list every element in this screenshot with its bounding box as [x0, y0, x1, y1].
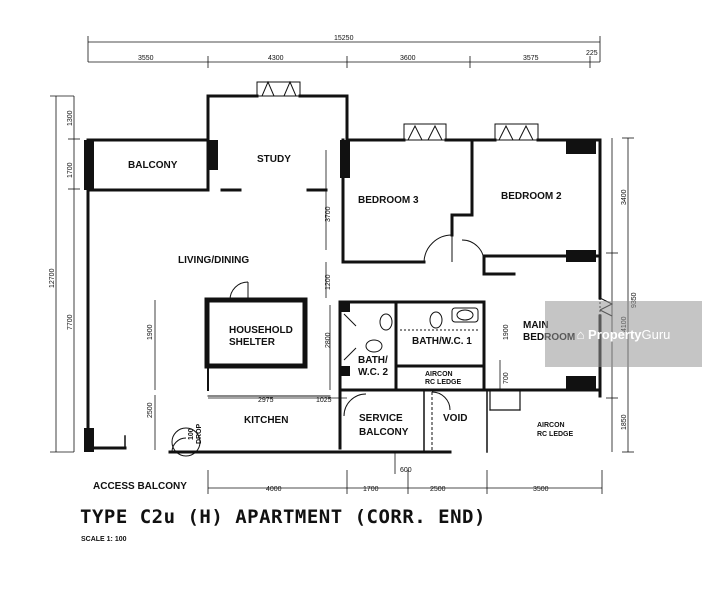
dim-shelter-w: 1900	[147, 324, 154, 340]
plan-scale: SCALE 1: 100	[81, 536, 127, 543]
dim-overall-width: 15250	[334, 35, 354, 42]
dim-bottom-1: 4000	[266, 486, 282, 493]
room-label-bedroom2: BEDROOM 2	[501, 191, 562, 202]
watermark-logo: ⌂ PropertyGuru	[576, 326, 671, 342]
dim-study-depth: 3700	[325, 206, 332, 222]
columns	[84, 140, 596, 452]
room-label-living-dining: LIVING/DINING	[178, 255, 249, 266]
room-label-service: SERVICE	[359, 413, 403, 424]
dim-bottom-4: 3500	[533, 486, 549, 493]
room-label-service-balcony: BALCONY	[359, 427, 409, 438]
dim-left-3: 7700	[67, 314, 74, 330]
room-label-shelter: SHELTER	[229, 337, 276, 348]
toilet-icon	[379, 313, 393, 331]
dim-left-2: 1700	[67, 162, 74, 178]
dim-top-3: 3600	[400, 55, 416, 62]
dim-kitchen-depth: 2500	[147, 402, 154, 418]
plan-title: TYPE C2u (H) APARTMENT (CORR. END)	[80, 506, 486, 528]
bath-fixtures	[365, 307, 480, 353]
dim-corridor: 1200	[325, 274, 332, 290]
dim-left-1: 1300	[67, 110, 74, 126]
dim-top-2: 4300	[268, 55, 284, 62]
dim-bath1-depth: 1900	[503, 324, 510, 340]
room-label-bath-wc-2a: BATH/	[358, 355, 388, 366]
doors	[171, 234, 485, 457]
dimension-lines	[50, 36, 634, 494]
room-label-household: HOUSEHOLD	[229, 325, 293, 336]
dim-top-right-offset: 225	[586, 50, 598, 57]
dim-right-1: 3400	[621, 189, 628, 205]
room-label-bedroom3: BEDROOM 3	[358, 195, 419, 206]
dim-left-overall: 12700	[49, 268, 56, 288]
aircon-ledge-2-label-a: AIRCON	[537, 422, 565, 429]
room-label-bath-wc-1: BATH/W.C. 1	[412, 336, 472, 347]
dim-right-3: 1850	[621, 414, 628, 430]
basin-icon	[451, 307, 479, 323]
room-label-balcony: BALCONY	[128, 160, 178, 171]
dim-kitchen-w: 2975	[258, 397, 274, 404]
room-label-kitchen: KITCHEN	[244, 415, 288, 426]
dim-bottom-3: 2500	[430, 486, 446, 493]
dim-service-w: 1025	[316, 397, 332, 404]
room-label-void: VOID	[443, 413, 467, 424]
dim-bottom-2: 1700	[363, 486, 379, 493]
refuse-chute-label-b: DROP	[196, 423, 203, 444]
dim-bath-depth: 2800	[325, 332, 332, 348]
toilet-icon	[365, 339, 383, 353]
aircon-ledge-1-label-a: AIRCON	[425, 371, 453, 378]
room-label-study: STUDY	[257, 154, 291, 165]
aircon-ledge-1-label-b: RC LEDGE	[425, 379, 462, 386]
dim-top-1: 3550	[138, 55, 154, 62]
dim-ledge: 700	[503, 372, 510, 384]
toilet-icon	[429, 311, 443, 329]
room-label-bath-wc-2b: W.C. 2	[358, 367, 388, 378]
refuse-chute-label-a: 100	[188, 428, 195, 440]
aircon-ledge-2-label-b: RC LEDGE	[537, 431, 574, 438]
dim-service-ledge: 600	[400, 467, 412, 474]
dim-right-overall: 9350	[631, 292, 638, 308]
watermark: ⌂ PropertyGuru	[545, 301, 702, 367]
dim-top-4: 3575	[523, 55, 539, 62]
room-label-main: MAIN	[523, 320, 549, 331]
room-label-access-balcony: ACCESS BALCONY	[93, 481, 187, 492]
